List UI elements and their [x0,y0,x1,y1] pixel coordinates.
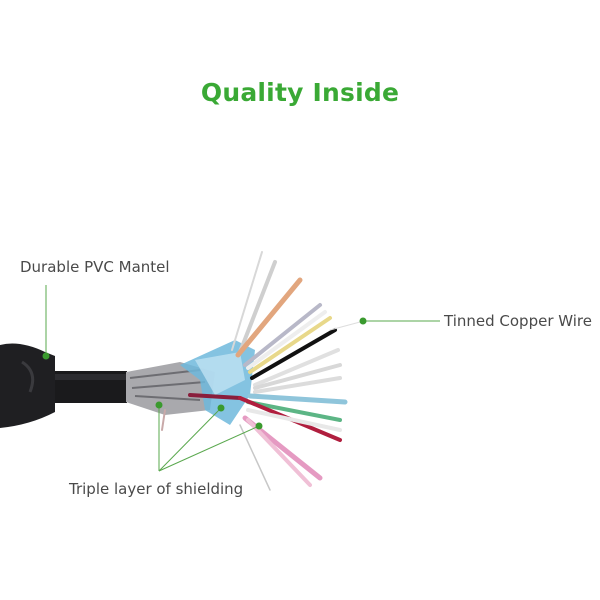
tinned-copper-label: Tinned Copper Wire [444,312,592,330]
copper-marker-dot [359,317,367,325]
page-title: Quality Inside [200,78,400,107]
pvc-mantel-label: Durable PVC Mantel [20,258,170,276]
shield-marker-dot-3 [255,422,263,430]
shield-marker-dot-1 [155,401,163,409]
pvc-marker-dot [42,352,50,360]
shield-marker-dot-2 [217,404,225,412]
shielding-label: Triple layer of shielding [69,480,244,498]
